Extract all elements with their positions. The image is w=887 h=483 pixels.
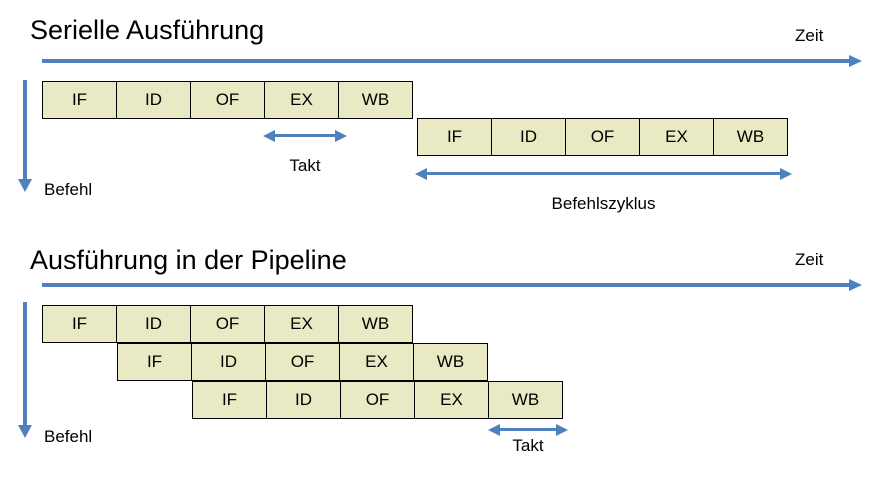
stage-cell: IF [192,381,267,419]
serial-instruction-axis-arrow [18,80,32,192]
arrow-head-left-icon [415,168,427,180]
arrow-head-icon [849,279,862,291]
arrow-head-left-icon [488,424,500,436]
stage-cell: OF [190,81,265,119]
measure-shaft [273,134,337,137]
pipeline-instruction-row-1: IF ID OF EX WB [42,305,413,343]
stage-cell: IF [417,118,492,156]
stage-cell: EX [264,81,339,119]
serial-section-title: Serielle Ausführung [30,15,265,45]
stage-cell: EX [339,343,414,381]
pipeline-instruction-row-2: IF ID OF EX WB [117,343,488,381]
measure-shaft [498,428,558,431]
stage-cell: WB [488,381,563,419]
stage-cell: ID [116,81,191,119]
stage-cell: IF [42,81,117,119]
stage-cell: IF [117,343,192,381]
serial-time-axis-label: Zeit [795,26,824,45]
stage-cell: ID [116,305,191,343]
stage-cell: WB [338,81,413,119]
arrow-head-icon [18,425,32,438]
stage-cell: OF [565,118,640,156]
stage-cell: WB [338,305,413,343]
stage-cell: EX [264,305,339,343]
time-axis-shaft [42,59,850,63]
stage-cell: ID [266,381,341,419]
instruction-axis-shaft [23,80,27,180]
pipeline-takt-label: Takt [512,436,544,455]
pipeline-takt-measure-arrow [488,424,568,436]
arrow-head-right-icon [335,130,347,142]
pipeline-time-axis-arrow [42,279,862,291]
stage-cell: ID [191,343,266,381]
stage-cell: WB [713,118,788,156]
stage-cell: IF [42,305,117,343]
stage-cell: OF [265,343,340,381]
arrow-head-right-icon [556,424,568,436]
serial-instruction-row-2: IF ID OF EX WB [417,118,788,156]
stage-cell: EX [414,381,489,419]
arrow-head-icon [849,55,862,67]
instruction-axis-shaft [23,302,27,426]
pipeline-instruction-axis-arrow [18,302,32,438]
serial-befehlszyklus-label: Befehlszyklus [551,194,656,213]
serial-instruction-row-1: IF ID OF EX WB [42,81,413,119]
stage-cell: OF [190,305,265,343]
pipeline-instruction-axis-label: Befehl [44,427,93,446]
pipeline-section-title: Ausführung in der Pipeline [30,245,347,275]
time-axis-shaft [42,283,850,287]
pipeline-instruction-row-3: IF ID OF EX WB [192,381,563,419]
serial-takt-measure-arrow [263,130,347,142]
stage-cell: WB [413,343,488,381]
stage-cell: EX [639,118,714,156]
measure-shaft [425,172,782,175]
stage-cell: OF [340,381,415,419]
serial-takt-label: Takt [289,156,321,175]
stage-cell: ID [491,118,566,156]
arrow-head-right-icon [780,168,792,180]
pipeline-time-axis-label: Zeit [795,250,824,269]
arrow-head-left-icon [263,130,275,142]
serial-befehlszyklus-measure-arrow [415,168,792,180]
serial-instruction-axis-label: Befehl [44,180,93,199]
arrow-head-icon [18,179,32,192]
serial-time-axis-arrow [42,55,862,67]
